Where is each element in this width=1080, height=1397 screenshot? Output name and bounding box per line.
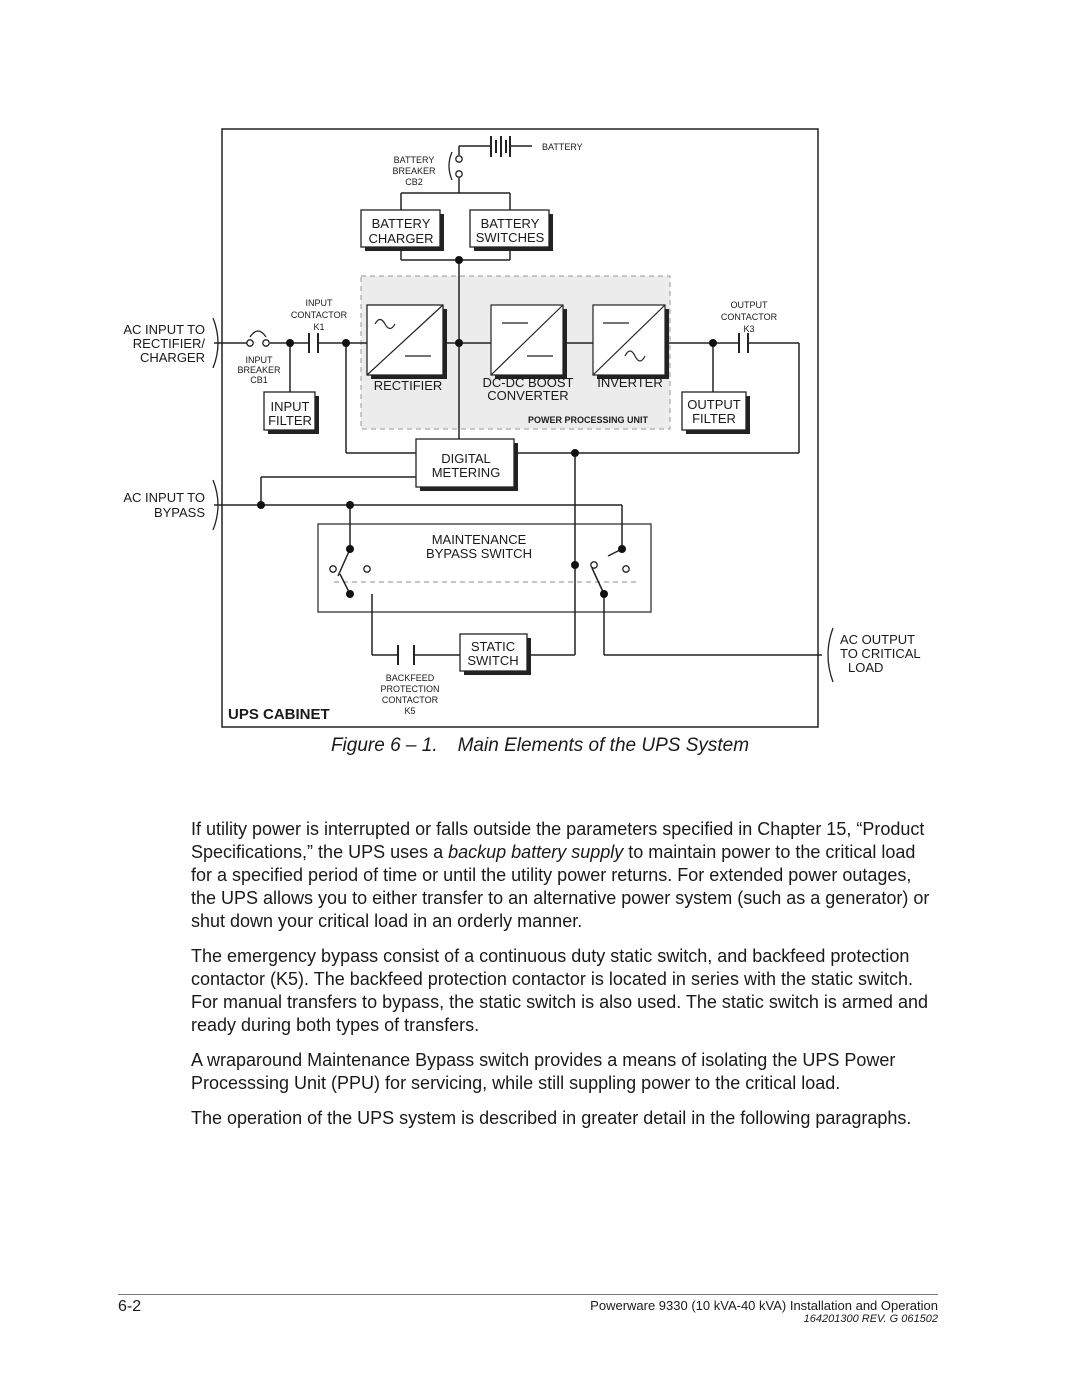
dc-dc-label-1: DC-DC BOOST: [483, 375, 574, 390]
input-contactor-label-3: K1: [313, 322, 324, 332]
ppu-label: POWER PROCESSING UNIT: [528, 415, 649, 425]
paragraph-3: A wraparound Maintenance Bypass switch p…: [191, 1050, 896, 1093]
digital-metering-label-2: METERING: [432, 465, 501, 480]
input-breaker-label-1: INPUT: [246, 355, 274, 365]
battery-breaker-label-3: CB2: [405, 177, 423, 187]
ac-output-label-1: AC OUTPUT: [840, 632, 915, 647]
paragraph-1-text-a: If utility power is interrupted or falls…: [191, 819, 925, 862]
input-breaker-label-3: CB1: [250, 375, 268, 385]
static-switch-box: [459, 633, 529, 673]
output-contactor-label-1: OUTPUT: [731, 300, 769, 310]
footer-divider: [118, 1294, 938, 1295]
ac-output-label-2: TO CRITICAL: [840, 646, 921, 661]
paragraph-1-emphasis: backup battery supply: [448, 842, 624, 862]
ac-input-bypass-label-1: AC INPUT TO: [123, 490, 205, 505]
battery-switches-label-1: BATTERY: [481, 216, 540, 231]
figure-title: Main Elements of the UPS System: [457, 735, 750, 756]
paragraph-4: The operation of the UPS system is descr…: [191, 1108, 912, 1128]
battery-charger-box: [360, 209, 442, 249]
figure-caption: Figure 6 – 1. Main Elements of the UPS Sy…: [0, 735, 1080, 757]
figure-number: Figure 6 – 1.: [330, 735, 438, 756]
backfeed-label-2: PROTECTION: [380, 684, 439, 694]
ups-cabinet-outline: [221, 128, 819, 728]
ac-input-bypass-label-2: BYPASS: [154, 505, 205, 520]
maintenance-bypass-label-1: MAINTENANCE: [432, 532, 527, 547]
footer-document-title: Powerware 9330 (10 kVA-40 kVA) Installat…: [590, 1298, 938, 1313]
ac-input-rectifier-label-3: CHARGER: [140, 350, 205, 365]
backfeed-label-4: K5: [404, 706, 415, 716]
ups-cabinet-label: UPS CABINET: [228, 706, 330, 723]
ac-input-rectifier-label-1: AC INPUT TO: [123, 322, 205, 337]
paragraph-1-text-b: to maintain power to the critical load f…: [191, 842, 930, 931]
battery-switches-box: [469, 209, 551, 249]
battery-charger-label-2: CHARGER: [368, 231, 433, 246]
output-filter-box: [681, 391, 748, 432]
static-switch-label-1: STATIC: [471, 639, 515, 654]
battery-breaker-label-2: BREAKER: [392, 166, 436, 176]
backfeed-label-3: CONTACTOR: [382, 695, 439, 705]
dc-dc-label-2: CONVERTER: [487, 388, 568, 403]
rectifier-label: RECTIFIER: [374, 378, 443, 393]
maintenance-bypass-label-2: BYPASS SWITCH: [426, 546, 532, 561]
ac-input-rectifier-label-2: RECTIFIER/: [133, 336, 206, 351]
input-filter-label-1: INPUT: [271, 399, 310, 414]
output-filter-label-2: FILTER: [692, 411, 736, 426]
digital-metering-box: [415, 438, 516, 489]
page-number: 6-2: [118, 1298, 142, 1315]
backfeed-label-1: BACKFEED: [386, 673, 435, 683]
digital-metering-label-1: DIGITAL: [441, 451, 491, 466]
input-contactor-label-1: INPUT: [306, 298, 334, 308]
input-filter-label-2: FILTER: [268, 413, 312, 428]
dc-dc-converter-block: [490, 304, 565, 377]
footer-revision: 164201300 REV. G 061502: [803, 1313, 938, 1325]
battery-charger-label-1: BATTERY: [372, 216, 431, 231]
maintenance-bypass-region: [317, 523, 652, 613]
ups-block-diagram: BATTERY BATTERY BREAKER CB2 INPUT CONTAC…: [123, 128, 921, 728]
input-breaker-label-2: BREAKER: [237, 365, 281, 375]
paragraph-1: If utility power is interrupted or falls…: [191, 818, 931, 933]
battery-switches-label-2: SWITCHES: [476, 230, 545, 245]
output-contactor-label-3: K3: [743, 324, 754, 334]
output-contactor-label-2: CONTACTOR: [721, 312, 778, 322]
ac-output-label-3: LOAD: [848, 660, 883, 675]
inverter-label: INVERTER: [597, 375, 663, 390]
input-contactor-label-2: CONTACTOR: [291, 310, 348, 320]
paragraph-2: The emergency bypass consist of a contin…: [191, 946, 928, 1035]
input-filter-box: [263, 391, 317, 432]
inverter-block: [592, 304, 667, 377]
rectifier-block: [366, 304, 445, 377]
body-text: If utility power is interrupted or falls…: [191, 818, 931, 1142]
battery-breaker-label-1: BATTERY: [394, 155, 435, 165]
battery-label: BATTERY: [542, 142, 583, 152]
output-filter-label-1: OUTPUT: [687, 397, 741, 412]
static-switch-label-2: SWITCH: [467, 653, 518, 668]
